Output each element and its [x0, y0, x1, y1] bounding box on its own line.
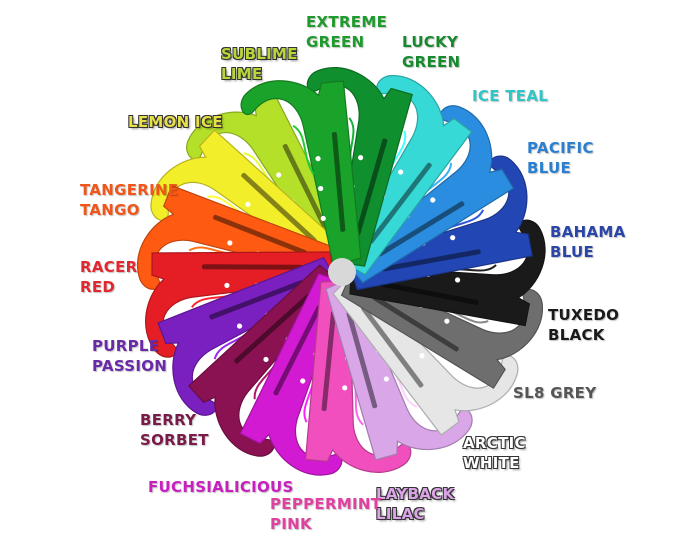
label-arctic-white: ARCTIC WHITE: [463, 434, 526, 472]
blade-slot-6: [372, 295, 459, 352]
blade-9: [304, 280, 412, 473]
blade-hole-10-2: [300, 378, 306, 384]
blade-slot-3: [377, 201, 465, 257]
blade-hole-1-2: [357, 155, 364, 161]
blade-slot-2: [368, 162, 432, 244]
blade-hole-7-2: [419, 353, 425, 359]
blade-hole-13-2: [224, 282, 230, 289]
label-racer-red: RACER RED: [80, 258, 138, 296]
blade-slot-15: [241, 172, 317, 243]
blade-hole-6-2: [444, 318, 450, 324]
label-layback-lilac: LAYBACK LILAC: [376, 485, 455, 523]
label-fuchsialicious: FUCHSIALICIOUS: [148, 478, 294, 496]
blade-hole-3-2: [430, 197, 436, 203]
blade-slot-1: [355, 138, 388, 236]
blade-hole-9-2: [342, 385, 348, 391]
blade-swirl-0: [292, 124, 315, 175]
label-berry-sorbet: BERRY SORBET: [140, 411, 209, 449]
blade-slot-13: [202, 264, 303, 270]
blade-slot-12: [209, 280, 304, 320]
blade-hole-4-2: [450, 235, 456, 241]
label-pacific-blue: PACIFIC BLUE: [527, 139, 594, 177]
label-tuxedo-black: TUXEDO BLACK: [548, 306, 620, 344]
blade-slot-4: [382, 249, 481, 272]
label-ice-teal: ICE TEAL: [472, 87, 549, 105]
blade-hole-0-0: [320, 215, 326, 222]
blade-hole-5-2: [454, 277, 461, 283]
label-sublime-lime: SUBLIME LIME: [221, 45, 298, 83]
blade-body-5: [349, 219, 546, 327]
blade-slot-11: [234, 294, 311, 364]
label-bahama-blue: BAHAMA BLUE: [550, 223, 626, 261]
blade-hole-11-2: [263, 356, 269, 363]
label-sl8-grey: SL8 GREY: [513, 384, 597, 402]
blade-hole-15-2: [245, 201, 251, 207]
blade-slot-5: [380, 281, 479, 305]
blade-slot-0: [331, 132, 346, 232]
blade-hole-2-2: [398, 169, 404, 175]
label-extreme-green: EXTREME GREEN: [306, 13, 388, 51]
blade-body-1: [306, 66, 413, 267]
blade-hole-12-2: [236, 323, 243, 329]
wheel-hub: [328, 258, 356, 286]
label-lucky-green: LUCKY GREEN: [402, 33, 461, 71]
blade-slot-16: [282, 143, 330, 235]
label-peppermint-pink: PEPPERMINT PINK: [270, 495, 382, 533]
label-purple-passion: PURPLE PASSION: [92, 337, 168, 375]
blade-hole-16-2: [276, 172, 282, 178]
blade-0: [240, 80, 362, 266]
blade-body-0: [240, 80, 362, 266]
blade-slot-8: [346, 311, 378, 409]
blade-slot-14: [213, 214, 307, 255]
label-tangerine-tango: TANGERINE TANGO: [80, 181, 179, 219]
blade-slot-10: [273, 305, 322, 396]
blade-hole-0-1: [318, 185, 324, 192]
blade-hole-8-2: [383, 376, 389, 382]
blade-hole-14-2: [227, 240, 233, 246]
blade-slot-9: [321, 311, 336, 411]
blade-hole-0-2: [315, 156, 321, 162]
label-lemon-ice: LEMON ICE: [128, 113, 223, 131]
blade-slot-7: [361, 306, 424, 388]
